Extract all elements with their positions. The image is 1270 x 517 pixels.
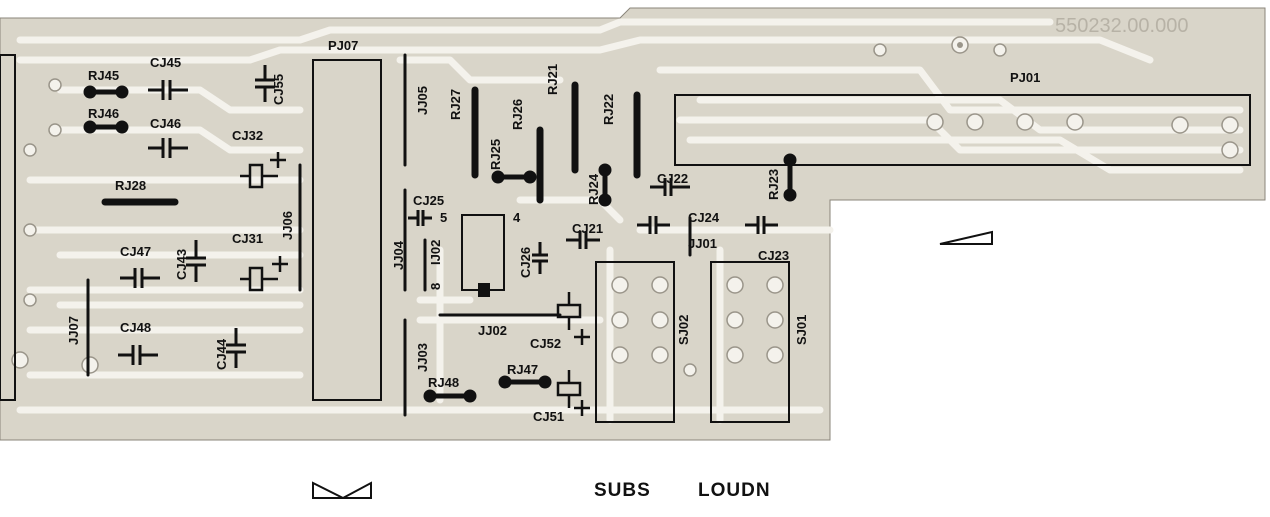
label-rj46: RJ46 (88, 106, 119, 121)
label-cj32: CJ32 (232, 128, 263, 143)
label-cj26: CJ26 (518, 247, 533, 278)
pcb-substrate (0, 7, 1266, 441)
label-rj23: RJ23 (766, 169, 781, 200)
jumper-wires (86, 53, 692, 417)
label-rj27: RJ27 (448, 89, 463, 120)
label-pj01: PJ01 (1010, 70, 1040, 85)
label-jj01: JJ01 (688, 236, 717, 251)
label-rj22: RJ22 (601, 94, 616, 125)
label-rj21: RJ21 (545, 64, 560, 95)
electrolytic-capacitors (240, 152, 590, 416)
label-cj25: CJ25 (413, 193, 444, 208)
ij02-pin8: 8 (428, 283, 443, 290)
ij02-pin4: 4 (513, 210, 521, 225)
label-loudn: LOUDN (698, 480, 771, 501)
pj01-outline (674, 94, 1251, 166)
label-cj46: CJ46 (150, 116, 181, 131)
sj01-outline (710, 261, 790, 423)
component-labels: PJ07 PJ01 SJ02 SJ01 RJ45 RJ46 RJ28 RJ27 … (66, 38, 1040, 424)
label-rj28: RJ28 (115, 178, 146, 193)
small-resistors (83, 85, 797, 403)
label-ij02: IJ02 (428, 240, 443, 265)
label-cj47: CJ47 (120, 244, 151, 259)
resistor-bodies (101, 81, 641, 206)
label-sj02: SJ02 (676, 315, 691, 345)
pj07-outline (312, 59, 382, 401)
label-jj04: JJ04 (391, 240, 406, 270)
mounting-hole (957, 42, 963, 48)
label-pj07: PJ07 (328, 38, 358, 53)
label-jj03: JJ03 (415, 343, 430, 372)
label-cj44: CJ44 (214, 338, 229, 370)
label-subs: SUBS (594, 480, 651, 501)
label-cj55: CJ55 (271, 74, 286, 105)
label-rj26: RJ26 (510, 99, 525, 130)
ij02-pin5: 5 (440, 210, 447, 225)
volume-wedge-icon (939, 230, 993, 245)
label-rj48: RJ48 (428, 375, 459, 390)
label-cj24: CJ24 (688, 210, 720, 225)
label-cj51: CJ51 (533, 409, 564, 424)
sj02-outline (595, 261, 675, 423)
label-cj45: CJ45 (150, 55, 181, 70)
label-jj05: JJ05 (415, 86, 430, 115)
label-rj24: RJ24 (586, 173, 601, 205)
label-jj06: JJ06 (280, 211, 295, 240)
ij02-tab (478, 283, 490, 297)
label-cj48: CJ48 (120, 320, 151, 335)
label-cj43: CJ43 (174, 249, 189, 280)
label-cj52: CJ52 (530, 336, 561, 351)
label-sj01: SJ01 (794, 315, 809, 345)
bowtie-icon (312, 481, 372, 499)
label-rj25: RJ25 (488, 139, 503, 170)
solder-pads (11, 36, 1239, 377)
ceramic-capacitors (118, 65, 778, 368)
label-rj47: RJ47 (507, 362, 538, 377)
label-rj45: RJ45 (88, 68, 119, 83)
label-jj02: JJ02 (478, 323, 507, 338)
label-cj31: CJ31 (232, 231, 263, 246)
part-number: 550232.00.000 (1055, 15, 1188, 37)
label-cj22: CJ22 (657, 171, 688, 186)
label-jj07: JJ07 (66, 316, 81, 345)
label-cj21: CJ21 (572, 221, 603, 236)
label-cj23: CJ23 (758, 248, 789, 263)
left-edge-connector (0, 54, 16, 401)
